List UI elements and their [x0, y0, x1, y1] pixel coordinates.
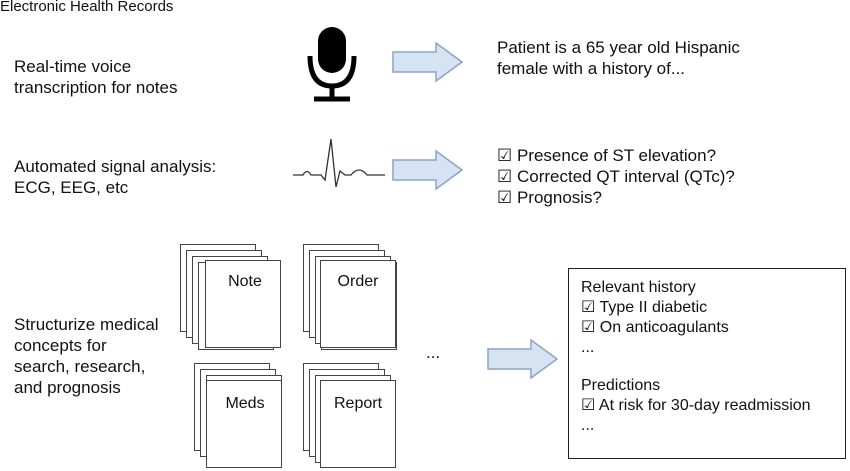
label-line: Real-time voice	[14, 57, 132, 76]
checklist-item: ☑ Presence of ST elevation?	[497, 146, 717, 165]
voice-transcription-label: Real-time voice transcription for notes	[14, 56, 177, 98]
doc-label-meds: Meds	[225, 395, 265, 412]
more-documents-ellipsis: ...	[426, 343, 441, 362]
microphone-icon	[307, 27, 357, 102]
doc-card	[320, 380, 396, 468]
page-title: Electronic Health Records	[0, 0, 174, 15]
history-item: ...	[581, 339, 595, 356]
doc-card	[206, 380, 282, 468]
label-line: Structurize medical	[14, 315, 159, 334]
doc-label-order: Order	[337, 273, 379, 290]
section-title-predictions: Predictions	[581, 377, 661, 394]
checklist-item: ☑ Corrected QT interval (QTc)?	[497, 167, 735, 186]
label-line: search, research,	[14, 357, 146, 376]
output-line: female with a history of...	[497, 59, 686, 78]
label-line: transcription for notes	[14, 78, 178, 97]
label-line: concepts for	[14, 336, 107, 355]
output-line: Patient is a 65 year old Hispanic	[497, 38, 740, 57]
summary-box: Relevant history ☑ Type II diabetic ☑ On…	[568, 268, 846, 459]
signal-checklist: ☑ Presence of ST elevation? ☑ Corrected …	[497, 145, 735, 208]
history-item: ☑ Type II diabetic	[581, 299, 708, 316]
doc-label-note: Note	[228, 273, 262, 290]
prediction-item: ...	[581, 417, 595, 434]
section-title-history: Relevant history	[581, 279, 696, 296]
label-line: ECG, EEG, etc	[14, 178, 129, 197]
structurize-label: Structurize medical concepts for search,…	[14, 314, 159, 398]
arrow-icon	[392, 41, 464, 83]
arrow-icon	[487, 338, 559, 380]
doc-label-report: Report	[333, 395, 383, 412]
prediction-item: ☑ At risk for 30-day readmission	[581, 397, 811, 414]
summary-box-content: Relevant history ☑ Type II diabetic ☑ On…	[569, 269, 845, 436]
transcription-output: Patient is a 65 year old Hispanic female…	[497, 37, 740, 79]
arrow-icon	[392, 149, 464, 191]
history-item: ☑ On anticoagulants	[581, 319, 729, 336]
doc-card	[320, 260, 396, 348]
doc-card	[205, 260, 281, 348]
signal-analysis-label: Automated signal analysis: ECG, EEG, etc	[14, 156, 216, 198]
label-line: Automated signal analysis:	[14, 157, 217, 176]
checklist-item: ☑ Prognosis?	[497, 188, 603, 207]
label-line: and prognosis	[14, 378, 121, 397]
ecg-waveform-icon	[293, 138, 385, 188]
